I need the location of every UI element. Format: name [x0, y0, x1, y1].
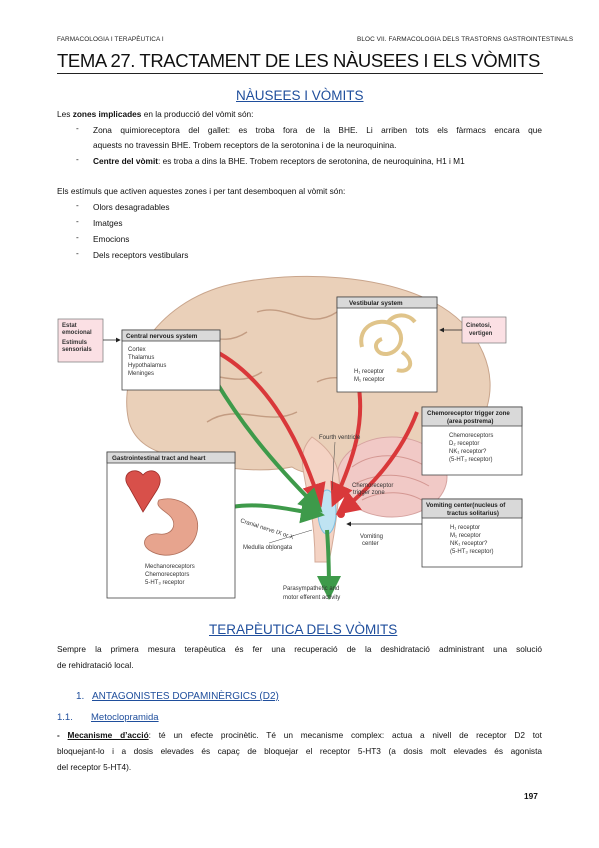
vc-box-header	[421, 498, 523, 519]
therapy-para-line2: de rehidratació local.	[57, 660, 134, 670]
mechanism-line3: del receptor 5-HT4).	[57, 762, 132, 772]
gi-title: Gastrointestinal tract and heart	[112, 455, 206, 462]
zone1-line2: aquests no travessin BHE. Trobem recepto…	[93, 140, 397, 150]
medulla-label: Medulla oblongata	[243, 545, 293, 551]
leader-line	[268, 529, 313, 544]
cerebellum-folds	[351, 455, 430, 503]
mech-line1-text: : té un efecte procinètic. Té un mecanis…	[148, 730, 542, 740]
inner-ear-illustration	[359, 313, 417, 373]
heart-illustration	[125, 470, 161, 513]
zones-intro-pre: Les	[57, 109, 73, 119]
stimulus-item: Olors desagradables	[93, 202, 170, 212]
vestibular-box	[336, 296, 438, 393]
cinetosi-box	[461, 316, 507, 344]
heading-antagonistes: ANTAGONISTES DOPAMINÈRGICS (D2)	[92, 691, 279, 702]
leader-line	[331, 441, 336, 491]
cinetosi-label: Cinetosi,vertigen	[466, 323, 493, 337]
bullet-dash: -	[76, 232, 79, 242]
bullet-dash: -	[76, 248, 79, 258]
section-heading-terapeutica: TERAPÈUTICA DELS VÒMITS	[209, 622, 398, 637]
mechanism-line2: bloquejant-lo i a dosis elevades és capa…	[57, 746, 542, 756]
section-heading-nausees: NÀUSEES I VÒMITS	[236, 88, 364, 103]
therapy-para-line1: Sempre la primera mesura terapèutica és …	[57, 644, 542, 654]
zone1-line1: Zona quimioreceptora del gallet: es trob…	[93, 125, 542, 135]
zones-intro-bold: zones implicades	[72, 109, 142, 119]
ctz-title: Chemoreceptor trigger zone(area postrema…	[427, 410, 510, 425]
red-arrow-cns	[206, 345, 326, 508]
stomach-illustration	[144, 498, 199, 556]
vestibular-box-header	[336, 296, 438, 309]
heading-1-num: 1.	[76, 691, 85, 702]
ctz-box-header	[421, 406, 523, 427]
zone2: Centre del vòmit: es troba a dins la BHE…	[93, 154, 465, 169]
gi-box-header	[106, 451, 236, 464]
page-number: 197	[524, 791, 538, 801]
title-text: TRACTAMENT DE LES NÀUSEES I ELS VÒMITS	[135, 50, 540, 71]
cns-box-header	[121, 329, 221, 342]
title-underline	[57, 73, 543, 74]
mech-dash: -	[57, 730, 68, 740]
zones-intro: Les zones implicades en la producció del…	[57, 107, 253, 122]
stimulus-item: Dels receptors vestibulars	[93, 250, 189, 260]
bullet-dash: -	[76, 200, 79, 210]
stimulus-item: Emocions	[93, 234, 130, 244]
mechanism-line1: - Mecanisme d’acció: té un efecte procin…	[57, 728, 542, 743]
bullet-dash: -	[76, 154, 79, 164]
green-arrow-gi	[231, 499, 325, 524]
title-number: TEMA 27.	[57, 50, 136, 71]
bullet-dash: -	[76, 123, 79, 133]
chemoreceptor-zone-marker	[317, 489, 337, 535]
mech-bold: Mecanisme d’acció	[67, 730, 149, 740]
heading-1-1-num: 1.1.	[57, 712, 73, 723]
estat-box	[57, 318, 104, 363]
bullet-dash: -	[76, 216, 79, 226]
fourth-ventricle-label: Fourth ventricle	[319, 435, 361, 441]
zones-intro-post: en la producció del vòmit són:	[141, 109, 254, 119]
page-title: TEMA 27. TRACTAMENT DE LES NÀUSEES I ELS…	[57, 50, 540, 72]
vestibular-title: Vestibular system	[349, 300, 403, 307]
running-header-right: BLOC VII. FARMACOLOGIA DELS TRASTORNS GA…	[357, 36, 574, 43]
zone2-bold: Centre del vòmit	[93, 156, 159, 166]
cns-title: Central nervous system	[126, 333, 198, 340]
green-arrow-efferent	[316, 529, 341, 600]
heading-metoclopramida: Metoclopramida	[91, 712, 159, 723]
running-header-left: FARMACOLOGIA I TERAPÈUTICA I	[57, 36, 164, 43]
trigger-point	[337, 510, 345, 518]
red-arrow-ctz	[335, 411, 419, 515]
stimuli-intro: Els estímuls que activen aquestes zones …	[57, 186, 346, 196]
zone2-rest: : es troba a dins la BHE. Trobem recepto…	[158, 156, 465, 166]
stimulus-item: Imatges	[93, 218, 123, 228]
